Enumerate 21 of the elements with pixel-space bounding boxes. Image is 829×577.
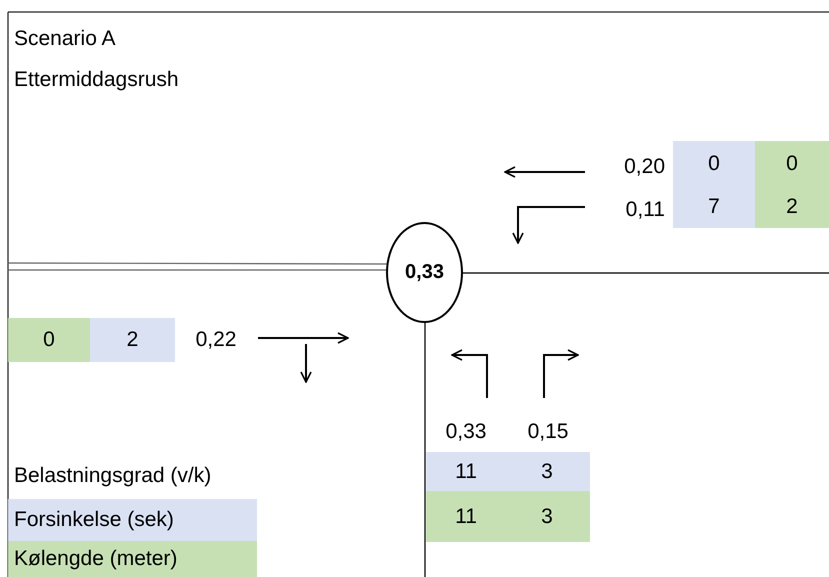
legend-item: Kølengde (meter) [8,541,257,577]
scenario-title: Scenario A [13,26,117,52]
ratio-value: 0,20 [623,154,665,180]
table-value: 11 [454,504,478,530]
delay-value: 7 [673,186,755,228]
queue-value: 0 [755,141,829,186]
ratio-value: 0,22 [194,327,238,353]
ratio-value: 0,11 [624,196,665,222]
ratio-value: 0,15 [526,419,570,445]
queue-value: 2 [755,186,829,228]
table-value: 3 [540,458,554,484]
scenario-subtitle: Ettermiddagsrush [13,67,180,93]
ratio-value: 0,33 [444,419,488,445]
delay-value: 0 [673,141,755,186]
legend-item: Forsinkelse (sek) [8,499,257,541]
node-value: 0,33 [405,261,444,284]
delay-value: 2 [90,318,175,362]
table-value: 3 [540,504,554,530]
legend-text: Belastningsgrad (v/k) [13,463,212,489]
queue-value: 0 [8,318,90,362]
table-value: 11 [454,458,478,484]
